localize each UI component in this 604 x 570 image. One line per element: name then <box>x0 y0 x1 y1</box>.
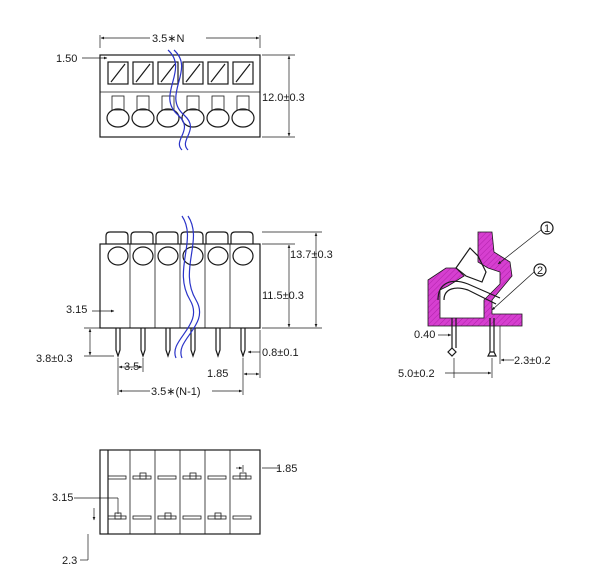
top-pin-margin-label: 1.50 <box>56 53 77 65</box>
callout-1 <box>540 221 554 235</box>
callout-1-label: 1 <box>544 223 550 235</box>
front-view-pins <box>115 328 246 358</box>
break-line <box>173 49 191 151</box>
bottom-row-offset-label: 3.15 <box>52 492 73 504</box>
callout-2 <box>533 263 547 277</box>
bottom-view: 1.85 3.15 2.3 <box>52 449 297 567</box>
bottom-end-offset-label: 1.85 <box>276 463 297 475</box>
front-end-offset-label: 1.85 <box>207 368 228 380</box>
front-view: 13.7±0.3 11.5±0.3 3.15 3.8±0.3 3.5 0.8±0… <box>36 215 333 398</box>
front-pitch-label: 3.5 <box>124 361 139 373</box>
front-span-label: 3.5∗(N-1) <box>151 386 201 398</box>
housing-section <box>427 231 523 327</box>
front-view-levers <box>105 231 254 244</box>
side-pin-offset-label: 2.3±0.2 <box>514 355 551 367</box>
top-view: 3.5∗N 1.50 12.0±0.3 <box>56 33 305 151</box>
top-width-label: 3.5∗N <box>152 33 185 45</box>
break-line <box>174 215 195 359</box>
top-view-outline <box>99 54 261 138</box>
front-view-holes <box>107 244 254 328</box>
bottom-edge-offset-label: 2.3 <box>62 555 77 567</box>
spring-arc <box>437 280 501 301</box>
spring-arc <box>443 287 497 305</box>
break-line <box>180 215 201 359</box>
side-view: 1 2 0.40 5.0±0.2 2.3±0.2 <box>398 221 554 380</box>
front-pin-offset-label: 3.15 <box>66 304 87 316</box>
callout-2-label: 2 <box>537 265 543 277</box>
break-line <box>167 49 185 151</box>
front-total-height-label: 13.7±0.3 <box>290 249 333 261</box>
front-body-height-label: 11.5±0.3 <box>262 290 304 302</box>
front-pin-length-label: 3.8±0.3 <box>36 353 73 365</box>
top-view-cells <box>106 61 255 128</box>
front-pin-width-label: 0.8±0.1 <box>262 347 299 359</box>
top-height-label: 12.0±0.3 <box>262 92 305 104</box>
bottom-view-pin-pads <box>107 472 252 520</box>
side-pin-spacing-label: 5.0±0.2 <box>398 368 435 380</box>
lever-cavity <box>455 247 487 283</box>
side-pin-thickness-label: 0.40 <box>414 329 435 341</box>
